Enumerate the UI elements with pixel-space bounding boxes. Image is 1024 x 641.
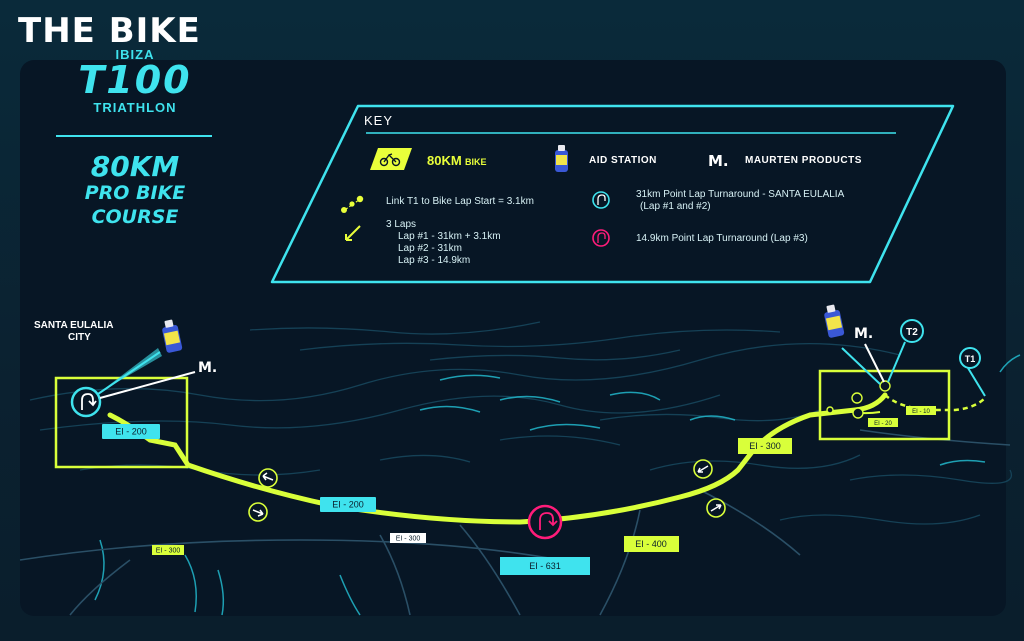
road-ei300-right: EI - 300 [749, 441, 781, 451]
key-turn149-text: 14.9km Point Lap Turnaround (Lap #3) [636, 233, 808, 244]
streams [94, 354, 1021, 616]
key-aid-station-icon [555, 145, 568, 172]
brand-ibiza: IBIZA [115, 47, 155, 62]
aid-station-icon-2 [824, 304, 845, 338]
key-link-icon [341, 195, 364, 213]
key-lap-1: Lap #1 - 31km + 3.1km [398, 231, 501, 242]
road-ei631: EI - 631 [529, 561, 561, 571]
t2-marker [900, 319, 924, 343]
key-turn31-icon [592, 191, 610, 209]
road-ei300-left: EI - 300 [156, 548, 181, 555]
transition-markers [826, 380, 891, 419]
page-title: THE BIKE [18, 11, 201, 51]
t2-label: T2 [906, 327, 918, 338]
key-turn31-line1: 31km Point Lap Turnaround - SANTA EULALI… [636, 189, 845, 200]
key-laps-title: 3 Laps [386, 219, 417, 230]
course-line2: PRO BIKE [84, 182, 186, 204]
t100-logo: T100 [78, 58, 192, 102]
road-ei300-mid: EI - 300 [396, 536, 421, 543]
road-ei400: EI - 400 [635, 539, 667, 549]
key-bike-word: BIKE [465, 157, 487, 167]
road-ei20: EI - 20 [874, 421, 892, 427]
key-bike-value: 80KM [427, 153, 462, 168]
santa-eulalia-turnaround-icon [70, 386, 102, 418]
key-bike-icon [370, 148, 412, 170]
key-turn31-line2: (Lap #1 and #2) [640, 201, 711, 212]
key-turn149-icon [592, 229, 610, 247]
road-ei200-b: EI - 200 [332, 500, 364, 510]
santa-eulalia-label-2: CITY [68, 332, 91, 343]
course-distance: 80KM [90, 150, 180, 183]
key-maurten-icon: M. [708, 152, 729, 170]
aid-station-icon [162, 319, 183, 353]
road-ei200-a: EI - 200 [115, 427, 147, 437]
brand-triathlon: TRIATHLON [93, 100, 177, 115]
key-lap-arrow-icon [345, 225, 361, 241]
course-line3: COURSE [91, 206, 179, 228]
secondary-roads [19, 429, 1011, 616]
t1-label: T1 [965, 354, 976, 364]
t1-marker [959, 347, 981, 369]
lap3-turnaround-icon [527, 504, 563, 540]
t1-link [884, 394, 986, 412]
key-bike-label: 80KM BIKE [427, 153, 487, 168]
key-panel-frame [270, 104, 955, 284]
maurten-icon-2: M. [854, 326, 873, 342]
bike-course [107, 392, 888, 525]
maurten-icon: M. [198, 360, 217, 376]
key-lap-2: Lap #2 - 31km [398, 243, 462, 254]
key-link-text: Link T1 to Bike Lap Start = 3.1km [386, 196, 534, 207]
key-title: KEY [364, 113, 394, 128]
santa-eulalia-label-1: SANTA EULALIA [34, 320, 114, 331]
transition-box [818, 369, 951, 441]
terrain-contours [29, 321, 1013, 525]
key-aid-station-label: AID STATION [589, 155, 657, 166]
key-maurten-label: MAURTEN PRODUCTS [745, 155, 862, 166]
key-lap-3: Lap #3 - 14.9km [398, 255, 471, 266]
brand-divider [56, 135, 212, 137]
road-ei10: EI - 10 [912, 409, 930, 415]
